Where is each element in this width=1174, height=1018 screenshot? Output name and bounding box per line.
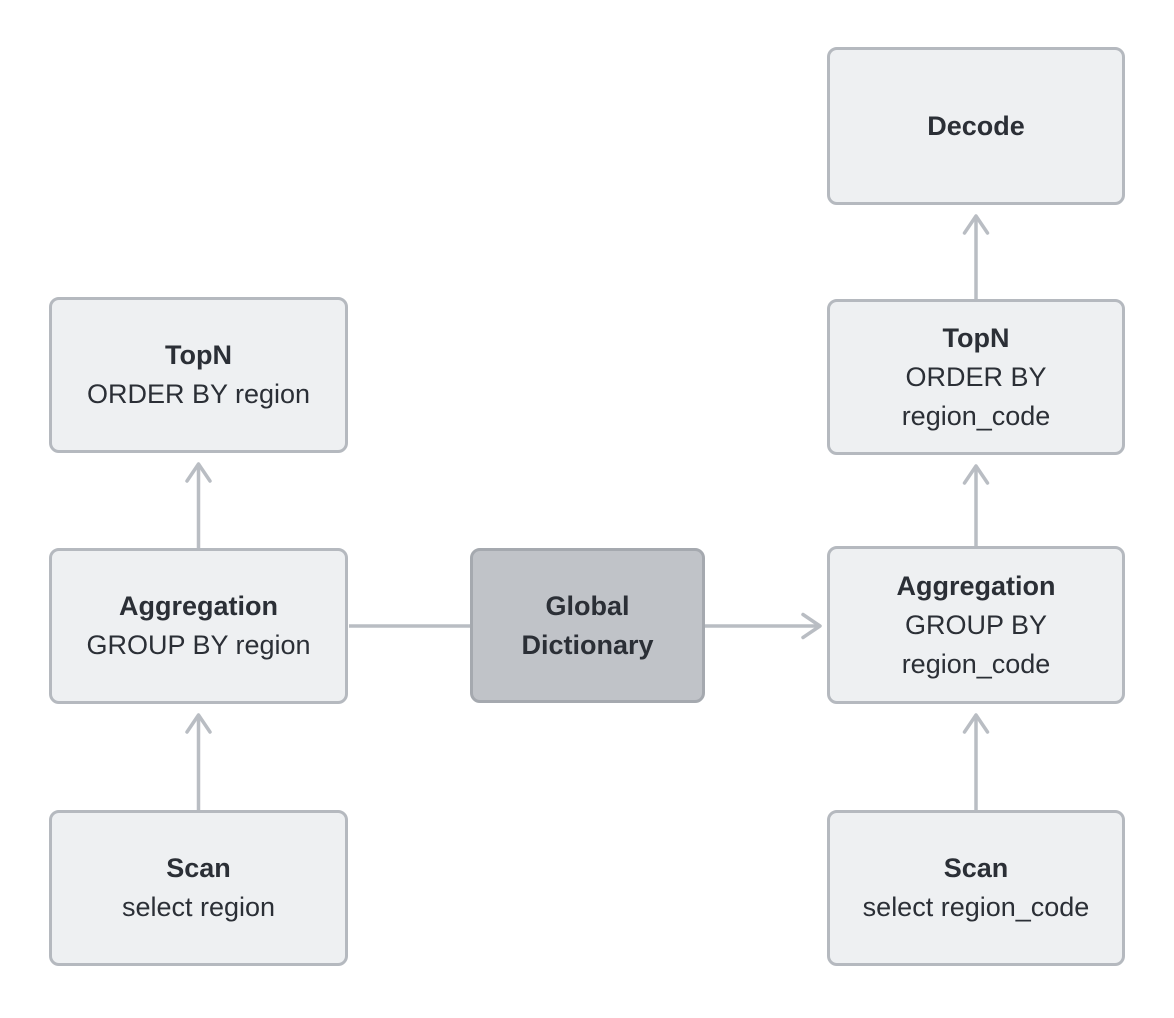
node-subtitle-line: ORDER BY region [86,379,311,409]
node-global-dictionary: Global Dictionary [470,548,705,703]
node-title: Dictionary [521,629,654,660]
node-decode: Decode [827,47,1125,205]
arrow-up-icon [962,214,990,235]
node-subtitle-line: select region [121,892,276,922]
node-subtitle-line: select region_code [862,892,1090,922]
node-left-aggregation: Aggregation GROUP BY region [49,548,348,704]
arrow-up-icon [962,464,990,485]
node-subtitle-line: GROUP BY [904,609,1048,640]
node-title: TopN [165,340,232,370]
node-title: Decode [927,110,1025,141]
node-subtitle-line: region_code [901,400,1051,431]
node-title: Scan [166,853,231,883]
node-title: Aggregation [896,570,1056,601]
node-right-aggregation: Aggregation GROUP BY region_code [827,546,1125,704]
node-subtitle-line: GROUP BY region [86,630,311,660]
node-right-scan: Scan select region_code [827,810,1125,966]
arrow-up-icon [185,713,212,734]
arrow-up-icon [185,462,212,483]
node-left-topn: TopN ORDER BY region [49,297,348,453]
arrow-up-icon [962,713,990,734]
node-right-topn: TopN ORDER BY region_code [827,299,1125,455]
node-subtitle-line: region_code [901,648,1051,679]
node-title: Global [545,590,630,621]
arrow-right-icon [801,612,822,640]
node-title: Scan [943,853,1009,883]
node-subtitle-line: ORDER BY [905,361,1047,392]
node-title: Aggregation [119,591,278,621]
node-left-scan: Scan select region [49,810,348,966]
node-title: TopN [942,322,1010,353]
